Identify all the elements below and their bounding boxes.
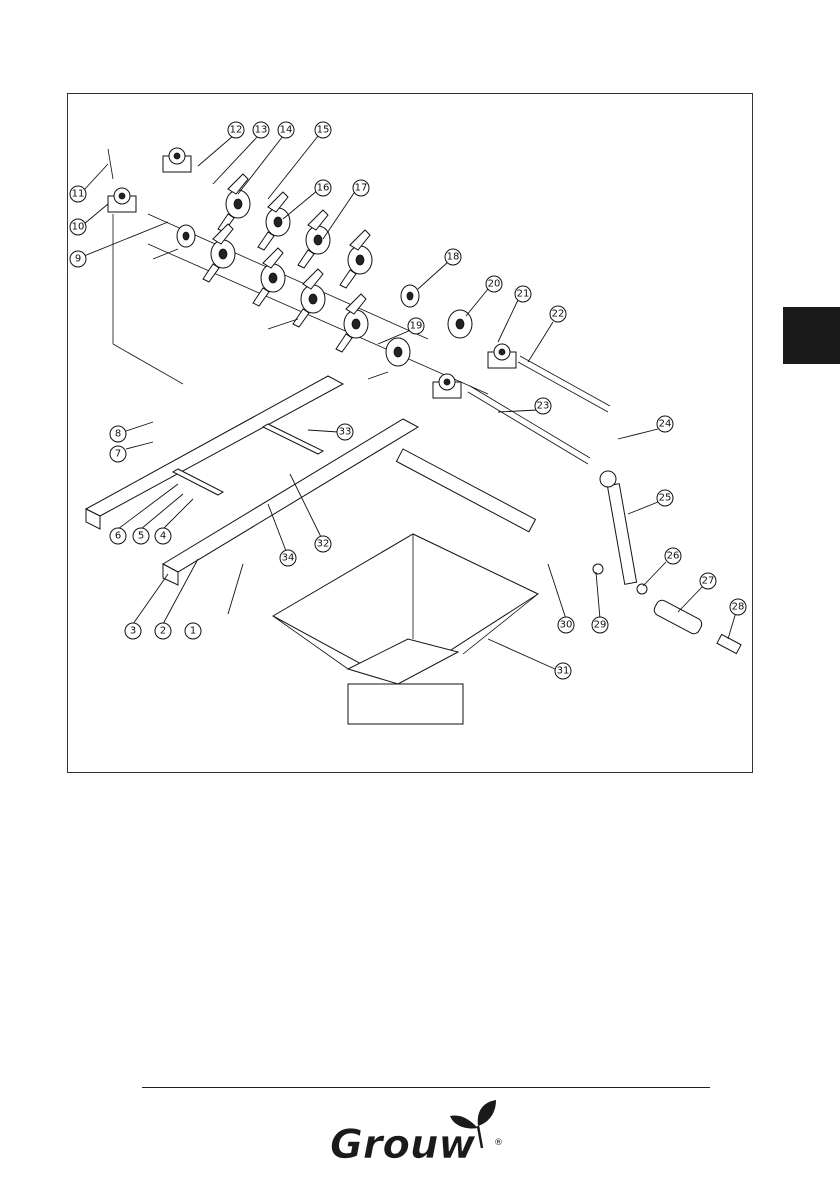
callout-5: 5 bbox=[133, 528, 149, 544]
callout-29: 29 bbox=[592, 617, 608, 633]
svg-text:34: 34 bbox=[282, 553, 295, 564]
gear bbox=[448, 310, 472, 338]
callout-2: 2 bbox=[155, 623, 171, 639]
callout-32: 32 bbox=[315, 536, 331, 552]
callout-23: 23 bbox=[535, 398, 551, 414]
callout-10: 10 bbox=[70, 219, 86, 235]
svg-text:9: 9 bbox=[75, 254, 81, 265]
callout-4: 4 bbox=[155, 528, 171, 544]
callout-16: 16 bbox=[315, 180, 331, 196]
callout-12: 12 bbox=[228, 122, 244, 138]
svg-text:11: 11 bbox=[72, 189, 85, 200]
svg-text:33: 33 bbox=[339, 427, 352, 438]
cutter-disc bbox=[258, 192, 290, 250]
callout-15: 15 bbox=[315, 122, 331, 138]
footer-divider bbox=[142, 1087, 710, 1088]
svg-text:23: 23 bbox=[537, 401, 550, 412]
callout-19: 19 bbox=[408, 318, 424, 334]
svg-text:29: 29 bbox=[594, 620, 607, 631]
cutter-disc bbox=[340, 230, 372, 288]
gear bbox=[401, 285, 419, 307]
callout-25: 25 bbox=[657, 490, 673, 506]
svg-text:24: 24 bbox=[659, 419, 672, 430]
svg-text:1: 1 bbox=[190, 626, 196, 637]
svg-text:25: 25 bbox=[659, 493, 672, 504]
bearing-block bbox=[108, 188, 136, 212]
svg-text:31: 31 bbox=[557, 666, 570, 677]
svg-text:17: 17 bbox=[355, 183, 368, 194]
svg-text:32: 32 bbox=[317, 539, 330, 550]
callout-27: 27 bbox=[700, 573, 716, 589]
cutter-disc bbox=[218, 174, 250, 232]
callout-6: 6 bbox=[110, 528, 126, 544]
bearing-block bbox=[163, 148, 191, 172]
cutter-disc bbox=[336, 294, 368, 352]
grouw-logo: Grouw ® bbox=[326, 1098, 516, 1168]
svg-text:3: 3 bbox=[130, 626, 136, 637]
svg-text:26: 26 bbox=[667, 551, 680, 562]
bearing-block bbox=[488, 344, 516, 368]
callout-14: 14 bbox=[278, 122, 294, 138]
callout-3: 3 bbox=[125, 623, 141, 639]
svg-text:20: 20 bbox=[488, 279, 501, 290]
svg-text:27: 27 bbox=[702, 576, 715, 587]
cutter-disc bbox=[293, 269, 325, 327]
section-tab-marker bbox=[783, 307, 840, 364]
gear bbox=[177, 225, 195, 247]
callout-7: 7 bbox=[110, 446, 126, 462]
logo-wordmark: Grouw bbox=[330, 1122, 477, 1168]
svg-text:6: 6 bbox=[115, 531, 121, 542]
callout-8: 8 bbox=[110, 426, 126, 442]
callout-13: 13 bbox=[253, 122, 269, 138]
svg-text:2: 2 bbox=[160, 626, 166, 637]
callout-31: 31 bbox=[555, 663, 571, 679]
svg-text:22: 22 bbox=[552, 309, 565, 320]
callout-11: 11 bbox=[70, 186, 86, 202]
callout-26: 26 bbox=[665, 548, 681, 564]
callout-22: 22 bbox=[550, 306, 566, 322]
svg-text:8: 8 bbox=[115, 429, 121, 440]
callout-21: 21 bbox=[515, 286, 531, 302]
logo-leaf-icon bbox=[478, 1100, 496, 1126]
callout-18: 18 bbox=[445, 249, 461, 265]
callout-28: 28 bbox=[730, 599, 746, 615]
exploded-parts-diagram: 1 2 3 4 5 6 7 8 9 10 11 12 13 14 15 16 1… bbox=[67, 93, 753, 773]
svg-text:10: 10 bbox=[72, 222, 85, 233]
svg-text:21: 21 bbox=[517, 289, 530, 300]
logo-registered-mark: ® bbox=[494, 1138, 503, 1148]
exploded-view-drawing: 1 2 3 4 5 6 7 8 9 10 11 12 13 14 15 16 1… bbox=[68, 94, 754, 774]
svg-text:5: 5 bbox=[138, 531, 144, 542]
svg-text:7: 7 bbox=[115, 449, 121, 460]
callout-9: 9 bbox=[70, 251, 86, 267]
svg-text:28: 28 bbox=[732, 602, 745, 613]
bearing-block bbox=[433, 374, 461, 398]
svg-text:4: 4 bbox=[160, 531, 166, 542]
svg-text:18: 18 bbox=[447, 252, 460, 263]
svg-text:30: 30 bbox=[560, 620, 573, 631]
callout-34: 34 bbox=[280, 550, 296, 566]
svg-text:14: 14 bbox=[280, 125, 293, 136]
svg-text:16: 16 bbox=[317, 183, 330, 194]
callout-24: 24 bbox=[657, 416, 673, 432]
gear bbox=[386, 338, 410, 366]
callout-30: 30 bbox=[558, 617, 574, 633]
svg-text:12: 12 bbox=[230, 125, 243, 136]
callout-33: 33 bbox=[337, 424, 353, 440]
svg-text:15: 15 bbox=[317, 125, 330, 136]
svg-text:19: 19 bbox=[410, 321, 423, 332]
callout-1: 1 bbox=[185, 623, 201, 639]
callout-17: 17 bbox=[353, 180, 369, 196]
cutter-disc bbox=[203, 224, 235, 282]
callout-20: 20 bbox=[486, 276, 502, 292]
svg-text:13: 13 bbox=[255, 125, 268, 136]
cutter-disc bbox=[298, 210, 330, 268]
